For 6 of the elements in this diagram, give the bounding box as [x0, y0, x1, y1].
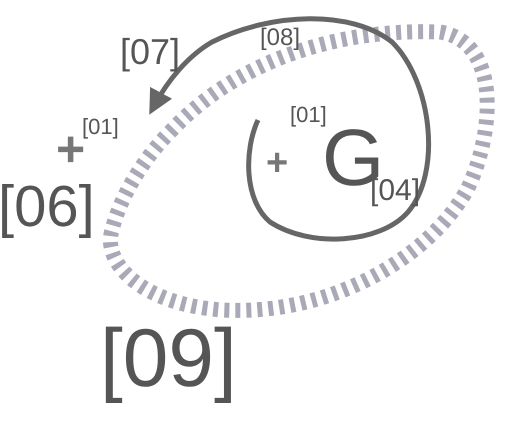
callout-number: [01] [290, 104, 327, 126]
callout-number: [07] [120, 34, 180, 70]
callout-number: [06] [0, 178, 95, 236]
callout-number: [01] [82, 116, 119, 138]
plus-sign: + [266, 144, 288, 182]
callout-number: [08] [260, 26, 300, 50]
